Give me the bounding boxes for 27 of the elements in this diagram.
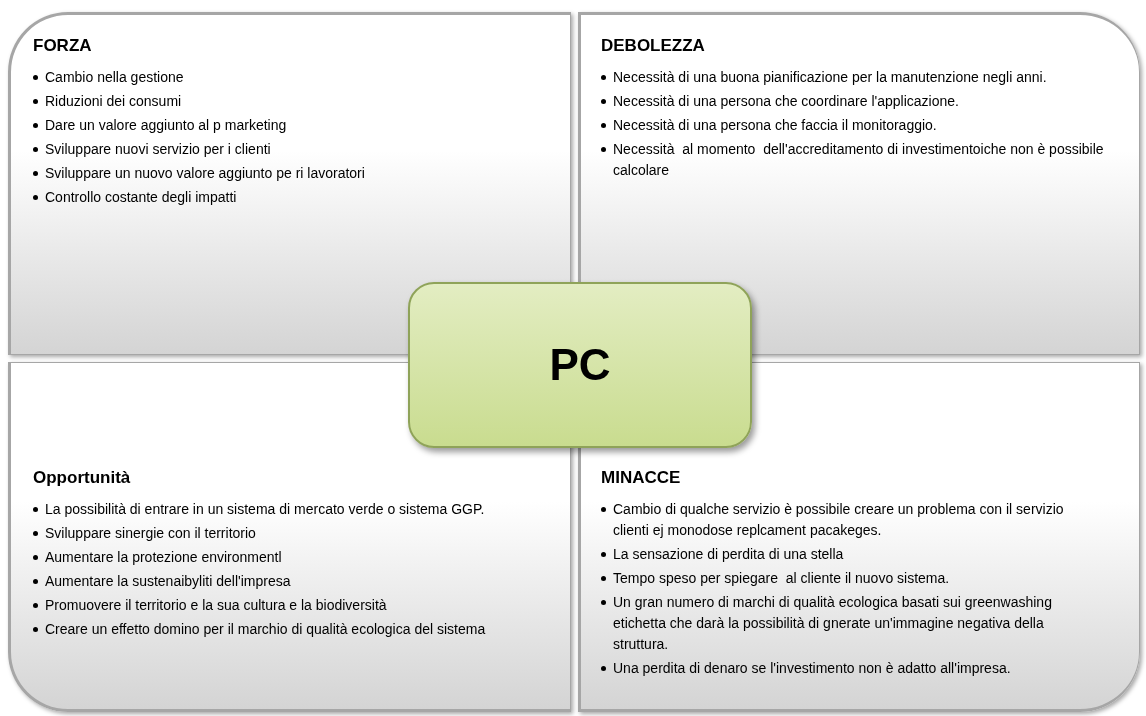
bullet-item: Sviluppare nuovi servizio per i clienti [33,139,560,160]
bullet-item: Controllo costante degli impatti [33,187,560,208]
panel-heading: Opportunità [33,467,132,489]
center-label: PC [549,339,611,391]
panel-heading: MINACCE [601,467,682,489]
bullet-item: Necessità al momento dell'accreditamento di investimentoiche non è possibile calcolare [601,139,1131,181]
panel-heading: DEBOLEZZA [601,35,706,57]
bullet-item: Sviluppare un nuovo valore aggiunto pe ri lavoratori [33,163,560,184]
bullet-item: Un gran numero di marchi di qualità ecologica basati sui greenwashing etichetta che darà la possibilità di gnerate un'immagine negativa della struttura. [601,592,1079,655]
bullet-item: La sensazione di perdita di una stella [601,544,1079,565]
bullet-item: Una perdita di denaro se l'investimento non è adatto all'impresa. [601,658,1079,679]
bullet-item: Dare un valore aggiunto al p marketing [33,115,560,136]
center-box [408,282,752,448]
bullet-item: Riduzioni dei consumi [33,91,560,112]
bullet-item: Cambio nella gestione [33,67,560,88]
bullet-item: Tempo speso per spiegare al cliente il nuovo sistema. [601,568,1079,589]
bullet-item: La possibilità di entrare in un sistema di mercato verde o sistema GGP. [33,499,510,520]
bullet-item: Cambio di qualche servizio è possibile creare un problema con il servizio clienti ej monodose replcament pacakeges. [601,499,1079,541]
panel-heading: FORZA [33,35,93,57]
bullet-item: Necessità di una persona che coordinare l'applicazione. [601,91,1131,112]
bullet-item: Necessità di una buona pianificazione per la manutenzione negli anni. [601,67,1131,88]
bullet-item: Aumentare la protezione environmentl [33,547,510,568]
bullet-item: Sviluppare sinergie con il territorio [33,523,510,544]
bullet-item: Creare un effetto domino per il marchio di qualità ecologica del sistema [33,619,510,640]
bullet-item: Promuovere il territorio e la sua cultura e la biodiversità [33,595,510,616]
bullet-item: Necessità di una persona che faccia il monitoraggio. [601,115,1131,136]
bullet-item: Aumentare la sustenaibyliti dell'impresa [33,571,510,592]
